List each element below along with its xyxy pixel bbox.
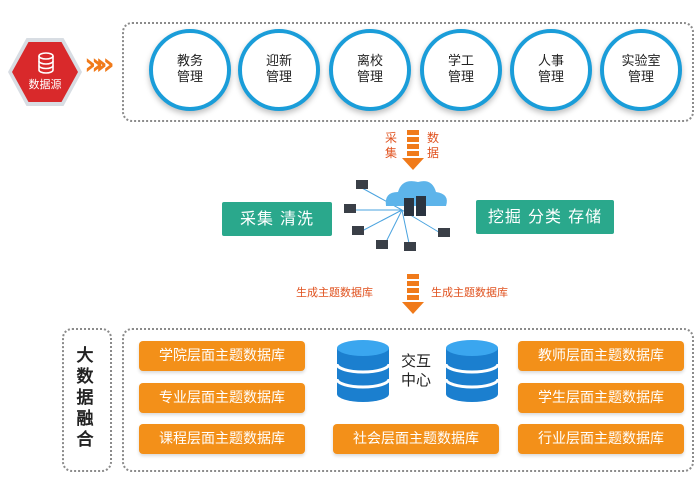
topic-student: 学生层面主题数据库 bbox=[518, 383, 684, 413]
generate-db-label-right: 生成主题数据库 bbox=[431, 286, 508, 299]
data-source-badge: 数据源 bbox=[8, 38, 82, 106]
topic-college: 学院层面主题数据库 bbox=[139, 341, 305, 371]
data-label: 数据 bbox=[426, 131, 439, 160]
collect-label: 采集 bbox=[384, 131, 397, 160]
source-circle-personnel: 人事管理 bbox=[510, 29, 592, 111]
mine-classify-store-tag: 挖掘 分类 存储 bbox=[476, 200, 614, 234]
source-circle-laboratory: 实验室管理 bbox=[600, 29, 682, 111]
collect-arrow-icon bbox=[402, 130, 424, 170]
source-systems-panel bbox=[122, 22, 694, 122]
source-circle-enrollment: 迎新管理 bbox=[238, 29, 320, 111]
collect-clean-tag: 采集 清洗 bbox=[222, 202, 332, 236]
database-left-icon bbox=[335, 340, 391, 402]
interaction-center-label: 交互中心 bbox=[400, 352, 431, 389]
cloud-network-icon bbox=[344, 180, 450, 251]
source-circle-departure: 离校管理 bbox=[329, 29, 411, 111]
fusion-label: 大数据融合 bbox=[76, 346, 94, 450]
source-circle-academic: 教务管理 bbox=[149, 29, 231, 111]
topic-teacher: 教师层面主题数据库 bbox=[518, 341, 684, 371]
generate-db-label-left: 生成主题数据库 bbox=[296, 286, 373, 299]
generate-arrow-icon bbox=[402, 274, 424, 314]
source-circle-student-affairs: 学工管理 bbox=[420, 29, 502, 111]
topic-society: 社会层面主题数据库 bbox=[333, 424, 499, 454]
topic-major: 专业层面主题数据库 bbox=[139, 383, 305, 413]
topic-course: 课程层面主题数据库 bbox=[139, 424, 305, 454]
fusion-panel bbox=[62, 328, 112, 472]
double-chevron-right-icon: »» bbox=[84, 47, 115, 82]
database-icon bbox=[38, 52, 54, 74]
database-right-icon bbox=[444, 340, 500, 402]
topic-db-panel bbox=[122, 328, 694, 472]
topic-industry: 行业层面主题数据库 bbox=[518, 424, 684, 454]
data-source-label: 数据源 bbox=[28, 78, 62, 91]
